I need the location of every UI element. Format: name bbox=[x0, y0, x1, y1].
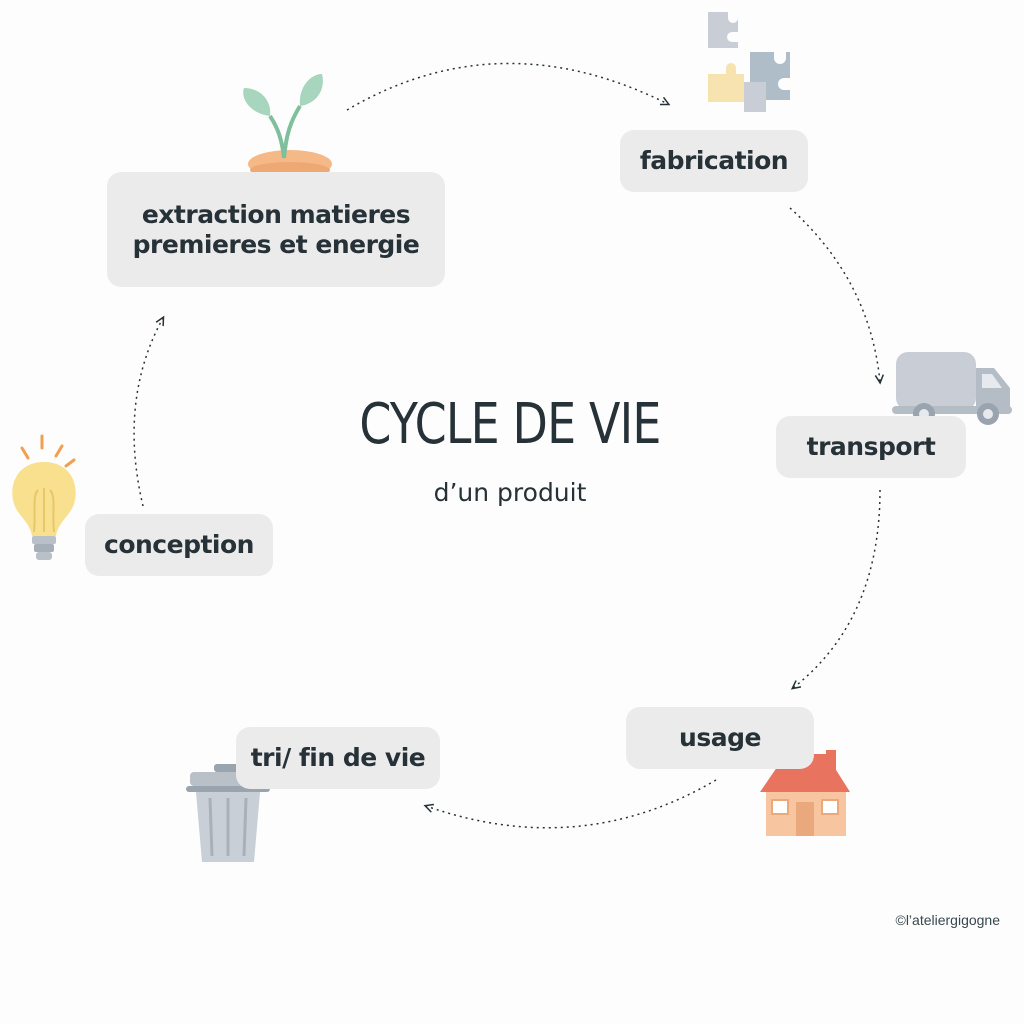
diagram-title: CYCLE DE VIE bbox=[359, 392, 661, 457]
node-usage: usage bbox=[626, 707, 814, 769]
node-extraction: extraction matieres premieres et energie bbox=[107, 172, 445, 287]
lightbulb-icon bbox=[12, 434, 76, 560]
arrow-fabrication-to-transport bbox=[789, 207, 884, 385]
node-tri-fin-de-vie: tri/ fin de vie bbox=[236, 727, 440, 789]
arrow-usage-to-tri bbox=[423, 779, 717, 829]
puzzle-icon bbox=[708, 12, 790, 112]
arrow-extraction-to-fabrication bbox=[346, 62, 671, 111]
node-conception: conception bbox=[85, 514, 273, 576]
arrow-transport-to-usage bbox=[790, 489, 881, 690]
node-fabrication-label: fabrication bbox=[639, 146, 789, 175]
diagram-subtitle: d’un produit bbox=[433, 478, 587, 507]
node-conception-label: conception bbox=[104, 530, 254, 559]
arrow-conception-to-extraction bbox=[133, 315, 165, 507]
node-transport-label: transport bbox=[806, 432, 936, 461]
node-extraction-label: extraction matieres premieres et energie bbox=[132, 199, 420, 259]
seedling-icon bbox=[243, 74, 332, 178]
node-transport: transport bbox=[776, 416, 966, 478]
node-usage-label: usage bbox=[679, 723, 761, 752]
node-fabrication: fabrication bbox=[620, 130, 808, 192]
copyright-credit: ©l’ateliergigogne bbox=[895, 912, 1001, 928]
node-tri-label: tri/ fin de vie bbox=[250, 743, 426, 772]
